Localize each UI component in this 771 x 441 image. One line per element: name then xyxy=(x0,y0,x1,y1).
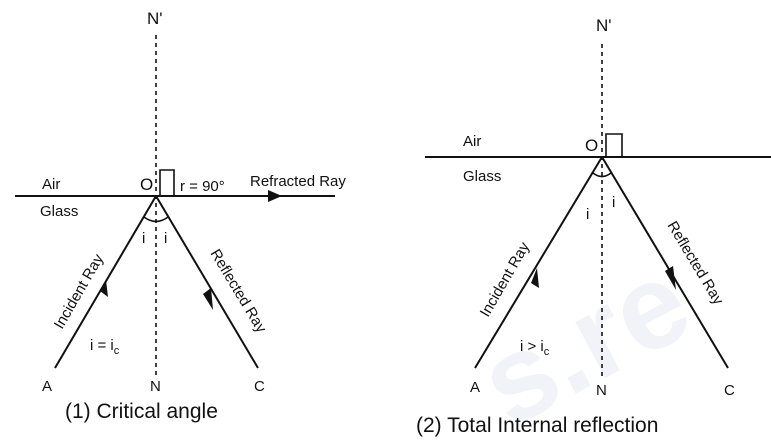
point-o-label: O xyxy=(585,136,598,155)
reflected-ray-arrow xyxy=(665,266,676,290)
right-angle-mark xyxy=(605,133,623,157)
incident-ray xyxy=(474,156,603,369)
right-angle-mark xyxy=(159,169,175,196)
angle-i-right-label: i xyxy=(164,230,167,247)
reflected-ray-arrow xyxy=(203,288,213,310)
point-c-label: C xyxy=(724,382,735,399)
condition-label: i > ic xyxy=(520,338,550,358)
normal-top-label: N' xyxy=(147,9,163,28)
angle-r-label: r = 90° xyxy=(180,178,225,195)
normal-bottom-label: N xyxy=(150,378,161,395)
medium-air-label: Air xyxy=(463,133,481,150)
normal-bottom-label: N xyxy=(596,382,607,399)
reflected-ray xyxy=(601,156,729,369)
angle-i-right-label: i xyxy=(612,194,615,211)
medium-glass-label: Glass xyxy=(40,203,78,220)
medium-glass-label: Glass xyxy=(463,168,501,185)
angle-arc xyxy=(143,216,169,223)
point-a-label: A xyxy=(42,378,52,395)
angle-i-left-label: i xyxy=(586,206,589,223)
incident-ray-arrow xyxy=(531,268,539,288)
caption-total-internal-reflection: (2) Total Internal reflection xyxy=(416,414,658,437)
normal-top-label: N' xyxy=(596,16,612,35)
watermark-text: s.re xyxy=(459,233,710,441)
medium-air-label: Air xyxy=(42,176,60,193)
angle-arc xyxy=(592,172,612,178)
condition-label: i = ic xyxy=(90,337,120,357)
incident-ray-arrow xyxy=(100,280,108,297)
point-o-label: O xyxy=(140,175,153,194)
refracted-ray-label: Refracted Ray xyxy=(250,173,346,190)
reflected-ray xyxy=(155,195,259,369)
angle-i-left-label: i xyxy=(142,230,145,247)
refracted-ray-arrow xyxy=(268,190,282,202)
point-c-label: C xyxy=(254,378,265,395)
caption-critical-angle: (1) Critical angle xyxy=(65,400,218,423)
diagram-critical-angle: N' N Air Glass O r = 90° Refracted Ray I… xyxy=(15,9,346,423)
point-a-label: A xyxy=(470,379,480,396)
reflected-ray-label: Reflected Ray xyxy=(207,246,270,336)
